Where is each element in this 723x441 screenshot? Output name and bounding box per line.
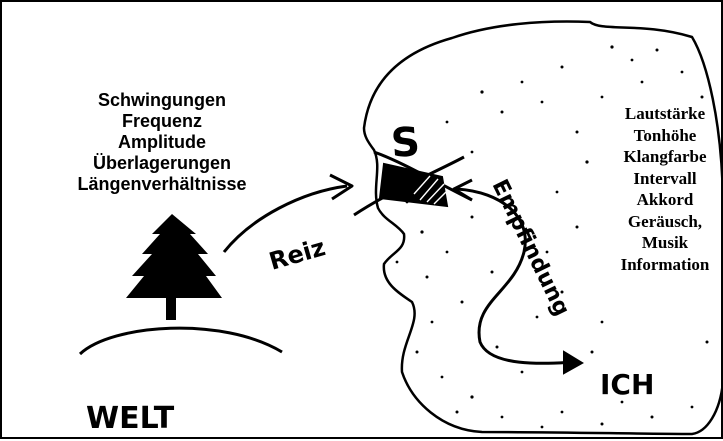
self-label: ICH	[600, 368, 654, 401]
stimulus-arrow	[224, 186, 347, 252]
perception-list: Lautstärke Tonhöhe Klangfarbe Intervall …	[600, 103, 723, 275]
perception-item: Akkord	[600, 189, 723, 211]
stimulus-property-list: Schwingungen Frequenz Amplitude Überlage…	[42, 90, 282, 195]
stimulus-property: Überlagerungen	[42, 153, 282, 174]
stimulus-property: Längenverhältnisse	[42, 174, 282, 195]
perception-item: Intervall	[600, 168, 723, 190]
ground-arc	[80, 328, 282, 354]
stimulus-property: Amplitude	[42, 132, 282, 153]
stimulus-property: Frequenz	[42, 111, 282, 132]
world-label: WELT	[86, 401, 175, 436]
perception-item: Musik	[600, 232, 723, 254]
sensation-arrowhead-end	[564, 352, 582, 373]
sense-label: S	[389, 119, 421, 167]
sensation-label: Empfindung	[487, 176, 575, 320]
stimulus-label: Reiz	[266, 233, 328, 276]
perception-item: Geräusch,	[600, 211, 723, 233]
stimulus-property: Schwingungen	[42, 90, 282, 111]
perception-item: Tonhöhe	[600, 125, 723, 147]
perception-item: Lautstärke	[600, 103, 723, 125]
perception-item: Klangfarbe	[600, 146, 723, 168]
tree-icon	[126, 214, 222, 320]
perception-item: Information	[600, 254, 723, 276]
